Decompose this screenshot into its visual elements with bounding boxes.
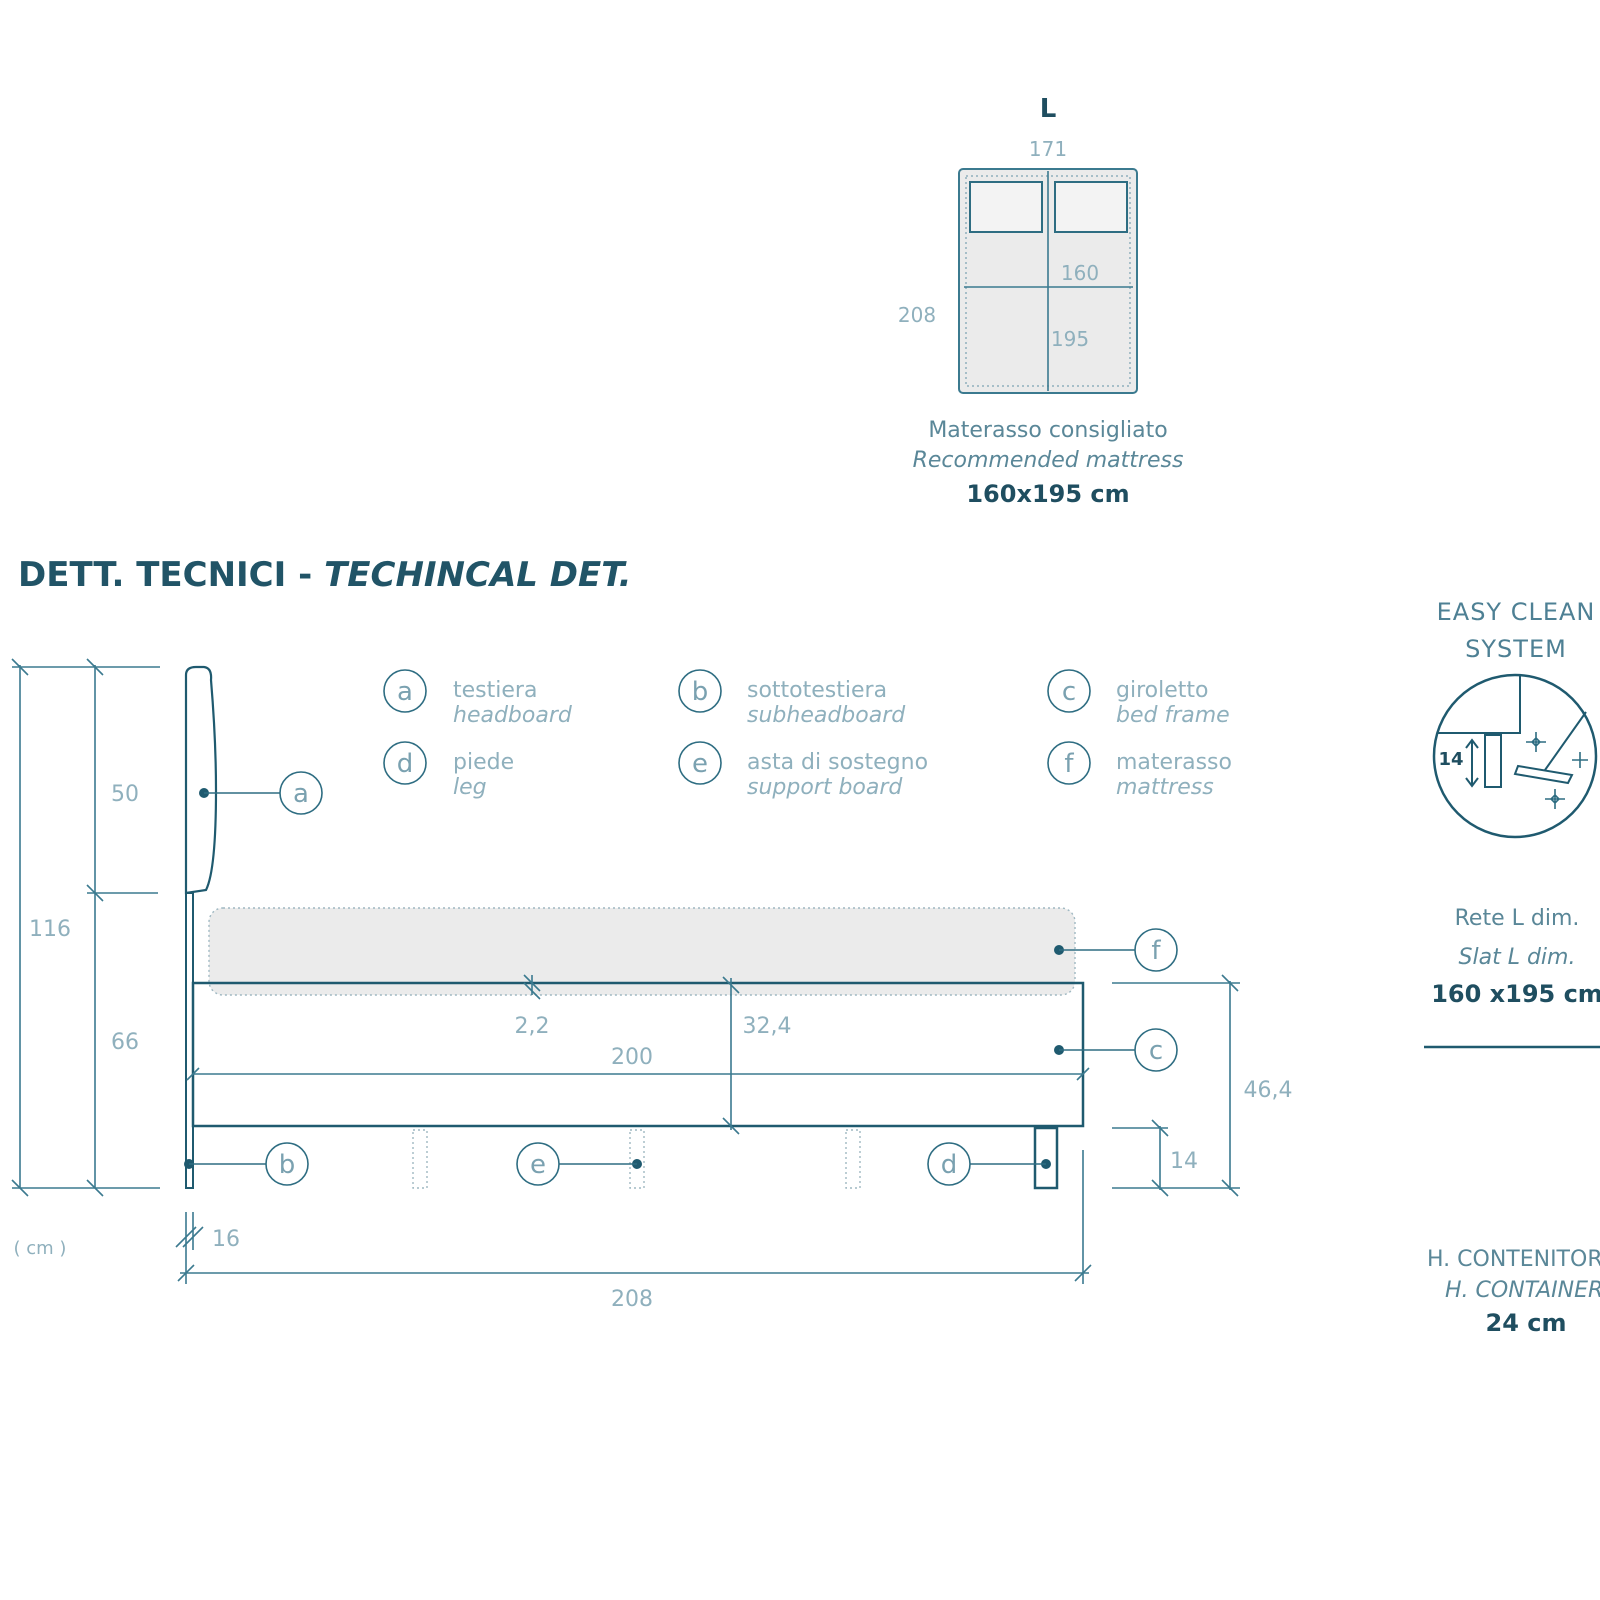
legend-item-e: e asta di sostegno support board <box>678 741 928 800</box>
legend-it-c: giroletto <box>1116 678 1208 703</box>
legend-item-c: c giroletto bed frame <box>1047 669 1230 728</box>
callout-d-label: d <box>941 1150 958 1180</box>
length-inner-label: 195 <box>1051 327 1089 351</box>
legend-key-b: b <box>692 677 709 707</box>
legend-it-a: testiera <box>453 678 537 703</box>
legend-marker-f <box>1047 741 1091 785</box>
legend-key-d: d <box>397 749 414 779</box>
legend-marker-e <box>678 741 722 785</box>
callout-d: d <box>927 1142 1051 1186</box>
slat-size: 160 x195 cm <box>1431 980 1600 1008</box>
width-inner-label: 160 <box>1061 261 1099 285</box>
legend-en-f: mattress <box>1116 775 1214 800</box>
inner-length-label: 200 <box>611 1045 653 1070</box>
easy-clean-leg <box>1484 734 1502 788</box>
easy-clean-bed-corner <box>1438 675 1521 734</box>
sparkle-icon <box>1545 789 1565 809</box>
legend-key-a: a <box>397 677 413 707</box>
headboard-height-label: 50 <box>111 782 139 807</box>
easy-clean-panel: EASY CLEAN SYSTEM 14 Rete L dim. Slat L … <box>1424 598 1600 1337</box>
legend-en-c: bed frame <box>1116 703 1230 728</box>
legend-it-e: asta di sostegno <box>747 750 928 775</box>
mattress-label-en: Recommended mattress <box>913 448 1184 473</box>
container-label-en: H. CONTAINER <box>1445 1278 1600 1303</box>
board-thickness-label: 16 <box>212 1227 240 1252</box>
container-label-it: H. CONTENITORE <box>1427 1247 1600 1272</box>
width-outer-label: 171 <box>1029 137 1067 161</box>
slat-label-en: Slat L dim. <box>1459 945 1576 970</box>
sparkle-icon <box>1572 752 1588 768</box>
section-title-it: DETT. TECNICI - <box>18 555 324 595</box>
legend-key-e: e <box>692 749 708 779</box>
callout-c-label: c <box>1149 1036 1163 1066</box>
legend-key-f: f <box>1064 749 1074 779</box>
easy-clean-title-2: SYSTEM <box>1465 635 1567 663</box>
callout-f-label: f <box>1151 936 1161 966</box>
legend-item-b: b sottotestiera subheadboard <box>678 669 906 728</box>
legend-it-b: sottotestiera <box>747 678 887 703</box>
unit-label: ( cm ) <box>14 1238 67 1259</box>
callout-f: f <box>1054 928 1178 972</box>
legend-marker-a <box>383 669 427 713</box>
legend: a testiera headboard b sottotestiera sub… <box>383 669 1232 800</box>
bed-frame <box>191 981 1085 1128</box>
callout-a: a <box>199 771 323 815</box>
top-view: L 171 160 195 208 Materasso consigliato … <box>898 94 1184 508</box>
callout-a-label: a <box>293 779 309 809</box>
callout-e-label: e <box>530 1150 546 1180</box>
frame-offset-label: 2,2 <box>515 1014 550 1039</box>
legend-en-a: headboard <box>453 703 573 728</box>
callout-b: b <box>184 1142 309 1186</box>
legend-key-c: c <box>1062 677 1076 707</box>
support-board-1 <box>412 1129 428 1189</box>
legend-marker-c <box>1047 669 1091 713</box>
sparkle-icon <box>1526 732 1546 752</box>
legend-item-f: f materasso mattress <box>1047 741 1232 800</box>
legend-it-d: piede <box>453 750 514 775</box>
pillow-right <box>1054 181 1128 233</box>
leg-height-label: 14 <box>1170 1149 1198 1174</box>
legend-it-f: materasso <box>1116 750 1232 775</box>
mattress-size: 160x195 cm <box>966 480 1129 508</box>
frame-total-height-label: 46,4 <box>1244 1078 1293 1103</box>
section-title: DETT. TECNICI - TECHINCAL DET. <box>18 555 632 595</box>
legend-marker-d <box>383 741 427 785</box>
easy-clean-title-1: EASY CLEAN <box>1437 598 1596 626</box>
base-height-label: 66 <box>111 1030 139 1055</box>
frame-inner-height-label: 32,4 <box>743 1014 792 1039</box>
callout-b-label: b <box>279 1150 296 1180</box>
legend-en-b: subheadboard <box>747 703 906 728</box>
legend-item-d: d piede leg <box>383 741 514 800</box>
slat-label-it: Rete L dim. <box>1455 906 1580 931</box>
legend-en-e: support board <box>747 775 903 800</box>
mop-handle <box>1544 711 1587 771</box>
height-dimensions: 116 50 66 ( cm ) <box>11 658 160 1259</box>
support-board-2 <box>629 1129 645 1189</box>
total-height-label: 116 <box>29 917 71 942</box>
size-letter: L <box>1040 94 1057 124</box>
length-outer-label: 208 <box>898 303 936 327</box>
legend-marker-b <box>678 669 722 713</box>
support-board-3 <box>845 1129 861 1189</box>
mattress <box>208 907 1076 996</box>
easy-clean-height-label: 14 <box>1438 749 1463 770</box>
section-title-en: TECHINCAL DET. <box>324 555 631 595</box>
side-view: 116 50 66 ( cm ) 200 2,2 32,4 <box>11 658 1293 1312</box>
leg <box>1033 1126 1059 1190</box>
legend-item-a: a testiera headboard <box>383 669 573 728</box>
callout-c: c <box>1054 1028 1178 1072</box>
container-size: 24 cm <box>1486 1309 1567 1337</box>
pillow-left <box>969 181 1043 233</box>
total-length-label: 208 <box>611 1287 653 1312</box>
headboard <box>184 665 218 895</box>
callout-e: e <box>516 1142 642 1186</box>
mop-icon <box>1513 764 1574 785</box>
mattress-label-it: Materasso consigliato <box>928 418 1167 443</box>
legend-en-d: leg <box>453 775 487 800</box>
